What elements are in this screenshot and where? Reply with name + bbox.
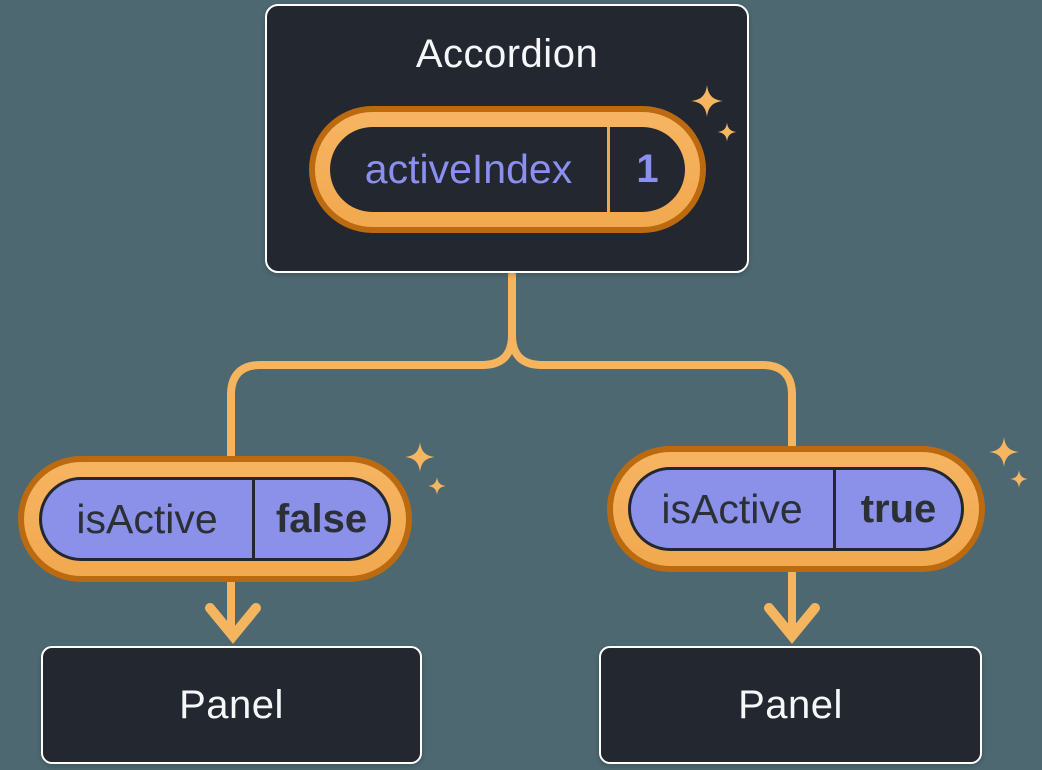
sparkle-icon <box>1010 470 1028 488</box>
prop-label: isActive <box>76 495 218 542</box>
prop-pill-true-body: isActive true <box>628 467 964 551</box>
sparkle-icon <box>405 442 435 472</box>
sparkle-icon <box>989 437 1019 467</box>
prop-pill-true: isActive true <box>607 446 985 572</box>
prop-label: isActive <box>661 485 803 532</box>
state-pill-label: activeIndex <box>364 146 573 192</box>
prop-pill-false-ring: isActive false <box>24 462 406 576</box>
prop-value: true <box>860 486 937 531</box>
state-pill-value: 1 <box>636 147 659 191</box>
state-pill-ring: activeIndex 1 <box>315 112 700 227</box>
accordion-card: Accordion activeIndex 1 <box>265 4 749 273</box>
prop-pill-false: isActive false <box>18 456 412 582</box>
prop-pill-false-body: isActive false <box>39 477 391 561</box>
prop-pill-divider <box>833 470 836 548</box>
sparkle-icon <box>428 477 446 495</box>
state-pill-divider <box>607 127 610 212</box>
arrowhead-left-icon <box>205 603 261 644</box>
prop-pill-true-ring: isActive true <box>613 452 979 566</box>
arrowhead-right-icon <box>764 603 820 644</box>
accordion-title: Accordion <box>415 32 599 76</box>
panel-card-left: Panel <box>41 646 422 764</box>
prop-value: false <box>275 496 368 541</box>
panel-card-right: Panel <box>599 646 982 764</box>
state-pill-body: activeIndex 1 <box>330 127 685 212</box>
state-pill: activeIndex 1 <box>309 106 706 233</box>
